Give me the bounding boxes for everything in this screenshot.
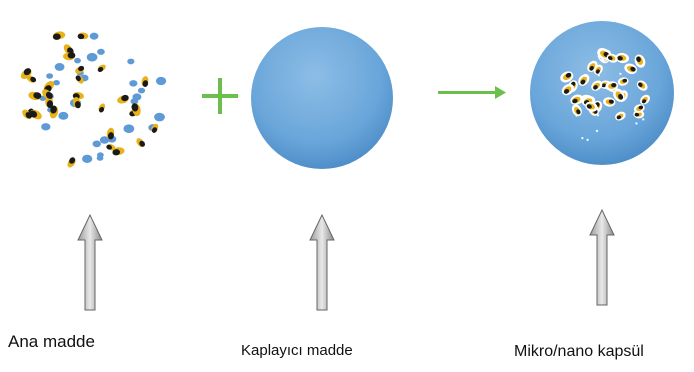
capsule-particle	[561, 83, 574, 96]
blue-particle	[54, 63, 65, 71]
capsule-particle	[578, 74, 590, 86]
capsule-particle	[593, 64, 603, 75]
capsule-particle	[636, 80, 648, 91]
blue-particle	[137, 87, 146, 94]
blue-particle	[129, 80, 138, 87]
capsule-particle	[633, 104, 645, 113]
blue-particle	[46, 73, 54, 79]
plus-icon	[202, 78, 238, 114]
seed-particle	[141, 76, 149, 87]
seed-particle	[77, 32, 89, 40]
seed-particle	[28, 91, 42, 101]
capsule-particle	[597, 48, 611, 60]
blue-particle	[74, 57, 81, 64]
up-arrow-icon	[589, 208, 615, 306]
speck	[581, 136, 584, 140]
seed-particle	[151, 123, 159, 133]
blue-particle	[154, 112, 165, 122]
speck	[595, 129, 599, 132]
seed-particle	[22, 109, 32, 119]
seed-particle	[42, 89, 53, 100]
capsule-label: Mikro/nano kapsül	[514, 343, 644, 360]
seed-particle	[62, 52, 76, 61]
seed-particle	[131, 103, 141, 117]
blue-particle	[132, 93, 142, 101]
capsule-particle	[560, 71, 574, 83]
blue-particle	[97, 48, 105, 55]
blue-particle	[82, 154, 93, 163]
speck	[571, 87, 574, 90]
blue-particle	[127, 58, 135, 65]
capsule-particle	[571, 104, 582, 117]
seed-particle	[106, 144, 116, 151]
seed-particle	[98, 103, 106, 113]
seed-particle	[112, 147, 125, 156]
blue-particle	[155, 76, 167, 86]
seed-particle	[106, 127, 115, 140]
speck	[586, 138, 589, 141]
capsule-particle	[605, 81, 619, 91]
seed-particle	[75, 75, 84, 84]
capsule-particle	[634, 54, 646, 68]
encapsulated-particles	[560, 48, 650, 141]
blue-particle	[58, 111, 69, 120]
speck	[617, 112, 620, 116]
capsule-particle	[640, 94, 650, 105]
speck	[642, 118, 645, 121]
capsule-particle	[591, 80, 603, 91]
seed-particle	[49, 105, 59, 119]
seed-particle	[75, 65, 85, 74]
up-arrow-icon	[77, 213, 103, 311]
capsule-particle	[570, 94, 584, 105]
capsule-particle	[624, 63, 638, 75]
blue-particle	[41, 123, 51, 131]
capsule-particle	[617, 77, 629, 86]
speck	[635, 122, 638, 125]
blue-particle	[86, 52, 98, 62]
speck	[597, 74, 600, 77]
coating-material-label: Kaplayıcı madde	[241, 342, 353, 359]
speck	[575, 114, 578, 117]
capsule-particle	[606, 53, 618, 63]
core-material-particles	[20, 31, 167, 168]
speck	[596, 114, 600, 117]
speck	[619, 72, 622, 75]
up-arrow-icon	[309, 213, 335, 311]
seed-particle	[72, 97, 81, 109]
blue-particle	[99, 136, 110, 144]
capsule-particle	[613, 88, 625, 102]
right-arrow-icon	[438, 86, 506, 99]
seed-particle	[52, 31, 66, 40]
capsule-sphere	[530, 21, 674, 165]
blue-particle	[89, 32, 99, 40]
seed-particle	[136, 138, 146, 148]
seed-particle	[26, 75, 37, 83]
capsule-particle	[585, 101, 598, 112]
capsule-particle	[615, 52, 630, 64]
blue-particle	[92, 140, 102, 148]
blue-particle	[123, 124, 135, 134]
coating-material-sphere	[251, 27, 393, 169]
blue-particle	[53, 79, 60, 86]
capsule-particle	[603, 97, 616, 107]
core-material-label: Ana madde	[8, 332, 95, 351]
seed-particle	[20, 68, 32, 80]
speck	[584, 74, 587, 78]
seed-particle	[97, 64, 106, 72]
blue-particle	[96, 155, 104, 161]
seed-particle	[67, 157, 76, 168]
seed-particle	[117, 94, 129, 104]
